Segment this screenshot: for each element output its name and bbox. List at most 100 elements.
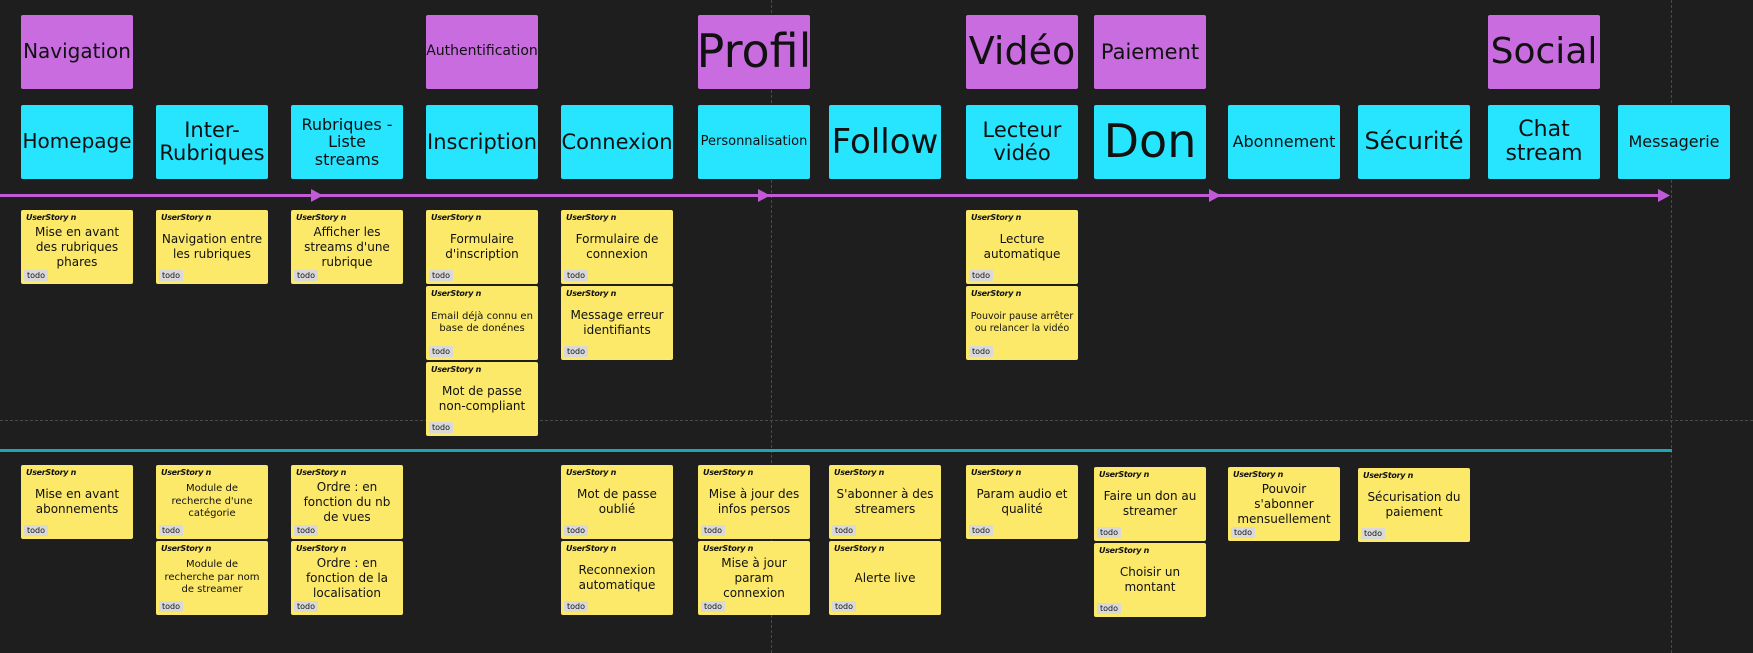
story-text: Reconnexion automatique (578, 563, 656, 592)
feature-inter-rubriques[interactable]: Inter-Rubriques (156, 105, 268, 179)
feature-label: Inscription (427, 129, 538, 154)
feature-chat-stream[interactable]: Chat stream (1488, 105, 1600, 179)
status-badge: todo (159, 525, 184, 536)
story-card[interactable]: UserStory n Pouvoir pause arrêter ou rel… (966, 286, 1078, 360)
status-badge: todo (159, 601, 184, 612)
story-tag: UserStory n (296, 468, 347, 477)
feature-label: Messagerie (1628, 132, 1720, 152)
status-badge: todo (564, 346, 589, 357)
epic-profil[interactable]: Profil (697, 15, 811, 89)
story-card[interactable]: UserStory n Alerte live todo (829, 541, 941, 615)
story-text: Lecture automatique (983, 232, 1061, 261)
story-card[interactable]: UserStory n Pouvoir s'abonner mensuellem… (1228, 467, 1340, 541)
epic-label: Social (1490, 30, 1598, 72)
story-tag: UserStory n (1233, 470, 1284, 479)
story-tag: UserStory n (834, 468, 885, 477)
feature-messagerie[interactable]: Messagerie (1618, 105, 1730, 179)
story-card[interactable]: UserStory n Mot de passe oublié todo (561, 465, 673, 539)
story-tag: UserStory n (161, 544, 212, 553)
status-badge: todo (294, 270, 319, 281)
feature-connexion[interactable]: Connexion (561, 105, 673, 179)
story-text: Mise en avant abonnements (34, 487, 120, 516)
story-card[interactable]: UserStory n Ordre : en fonction du nb de… (291, 465, 403, 539)
feature-personnalisation[interactable]: Personnalisation (698, 105, 810, 179)
story-text: Faire un don au streamer (1103, 489, 1197, 518)
story-tag: UserStory n (296, 544, 347, 553)
story-card[interactable]: UserStory n Message erreur identifiants … (561, 286, 673, 360)
story-tag: UserStory n (431, 365, 482, 374)
epic-paiement[interactable]: Paiement (1094, 15, 1206, 89)
feature-label: Personnalisation (700, 133, 808, 149)
status-badge: todo (1097, 527, 1122, 538)
story-card[interactable]: UserStory n Mise à jour param connexion … (698, 541, 810, 615)
story-card[interactable]: UserStory n Sécurisation du paiement tod… (1358, 468, 1470, 542)
story-tag: UserStory n (703, 468, 754, 477)
status-badge: todo (969, 270, 994, 281)
story-text: Ordre : en fonction de la localisation (305, 555, 389, 600)
story-card[interactable]: UserStory n Module de recherche par nom … (156, 541, 268, 615)
feature-securite[interactable]: Sécurité (1358, 105, 1470, 179)
story-text: S'abonner à des streamers (836, 487, 934, 516)
story-tag: UserStory n (26, 213, 77, 222)
epic-video[interactable]: Vidéo (966, 15, 1078, 89)
status-badge: todo (294, 601, 319, 612)
epic-navigation[interactable]: Navigation (21, 15, 133, 89)
status-badge: todo (564, 525, 589, 536)
story-card[interactable]: UserStory n Mot de passe non-compliant t… (426, 362, 538, 436)
story-card[interactable]: UserStory n Choisir un montant todo (1094, 543, 1206, 617)
story-tag: UserStory n (1099, 546, 1150, 555)
story-card[interactable]: UserStory n Email déjà connu en base de … (426, 286, 538, 360)
feature-label: Chat stream (1505, 117, 1583, 166)
story-text: Module de recherche par nom de streamer (164, 559, 260, 596)
feature-follow[interactable]: Follow (829, 105, 941, 179)
story-card[interactable]: UserStory n Mise en avant abonnements to… (21, 465, 133, 539)
feature-don[interactable]: Don (1094, 105, 1206, 179)
status-badge: todo (564, 601, 589, 612)
story-tag: UserStory n (566, 213, 617, 222)
story-card[interactable]: UserStory n Reconnexion automatique todo (561, 541, 673, 615)
story-text: Choisir un montant (1119, 565, 1181, 594)
feature-label: Lecteur vidéo (982, 118, 1062, 165)
story-tag: UserStory n (1099, 470, 1150, 479)
story-tag: UserStory n (971, 289, 1022, 298)
feature-lecteur-video[interactable]: Lecteur vidéo (966, 105, 1078, 179)
story-card[interactable]: UserStory n Navigation entre les rubriqu… (156, 210, 268, 284)
grid-divider (771, 0, 772, 653)
epic-label: Paiement (1100, 39, 1200, 64)
story-card[interactable]: UserStory n Formulaire d'inscription tod… (426, 210, 538, 284)
story-text: Alerte live (854, 570, 916, 585)
story-card[interactable]: UserStory n Param audio et qualité todo (966, 465, 1078, 539)
feature-rubriques-liste-streams[interactable]: Rubriques - Liste streams (291, 105, 403, 179)
epic-social[interactable]: Social (1488, 15, 1600, 89)
story-tag: UserStory n (431, 213, 482, 222)
story-text: Sécurisation du paiement (1367, 490, 1461, 519)
story-card[interactable]: UserStory n Formulaire de connexion todo (561, 210, 673, 284)
feature-abonnement[interactable]: Abonnement (1228, 105, 1340, 179)
story-card[interactable]: UserStory n Mise à jour des infos persos… (698, 465, 810, 539)
story-tag: UserStory n (431, 289, 482, 298)
status-badge: todo (429, 346, 454, 357)
story-card[interactable]: UserStory n Mise en avant des rubriques … (21, 210, 133, 284)
feature-inscription[interactable]: Inscription (426, 105, 538, 179)
status-badge: todo (294, 525, 319, 536)
status-badge: todo (1231, 527, 1256, 538)
epic-authentification[interactable]: Authentification (426, 15, 538, 89)
feature-label: Don (1103, 114, 1197, 169)
status-badge: todo (969, 346, 994, 357)
grid-divider (0, 420, 1753, 421)
story-card[interactable]: UserStory n Ordre : en fonction de la lo… (291, 541, 403, 615)
status-badge: todo (701, 525, 726, 536)
feature-label: Inter-Rubriques (159, 118, 265, 165)
feature-label: Follow (831, 121, 939, 162)
status-badge: todo (429, 270, 454, 281)
story-card[interactable]: UserStory n S'abonner à des streamers to… (829, 465, 941, 539)
story-card[interactable]: UserStory n Module de recherche d'une ca… (156, 465, 268, 539)
story-text: Param audio et qualité (976, 487, 1068, 516)
feature-label: Sécurité (1364, 127, 1464, 156)
feature-homepage[interactable]: Homepage (21, 105, 133, 179)
story-card[interactable]: UserStory n Lecture automatique todo (966, 210, 1078, 284)
status-badge: todo (429, 422, 454, 433)
story-card[interactable]: UserStory n Afficher les streams d'une r… (291, 210, 403, 284)
story-text: Mot de passe oublié (577, 487, 657, 516)
story-card[interactable]: UserStory n Faire un don au streamer tod… (1094, 467, 1206, 541)
